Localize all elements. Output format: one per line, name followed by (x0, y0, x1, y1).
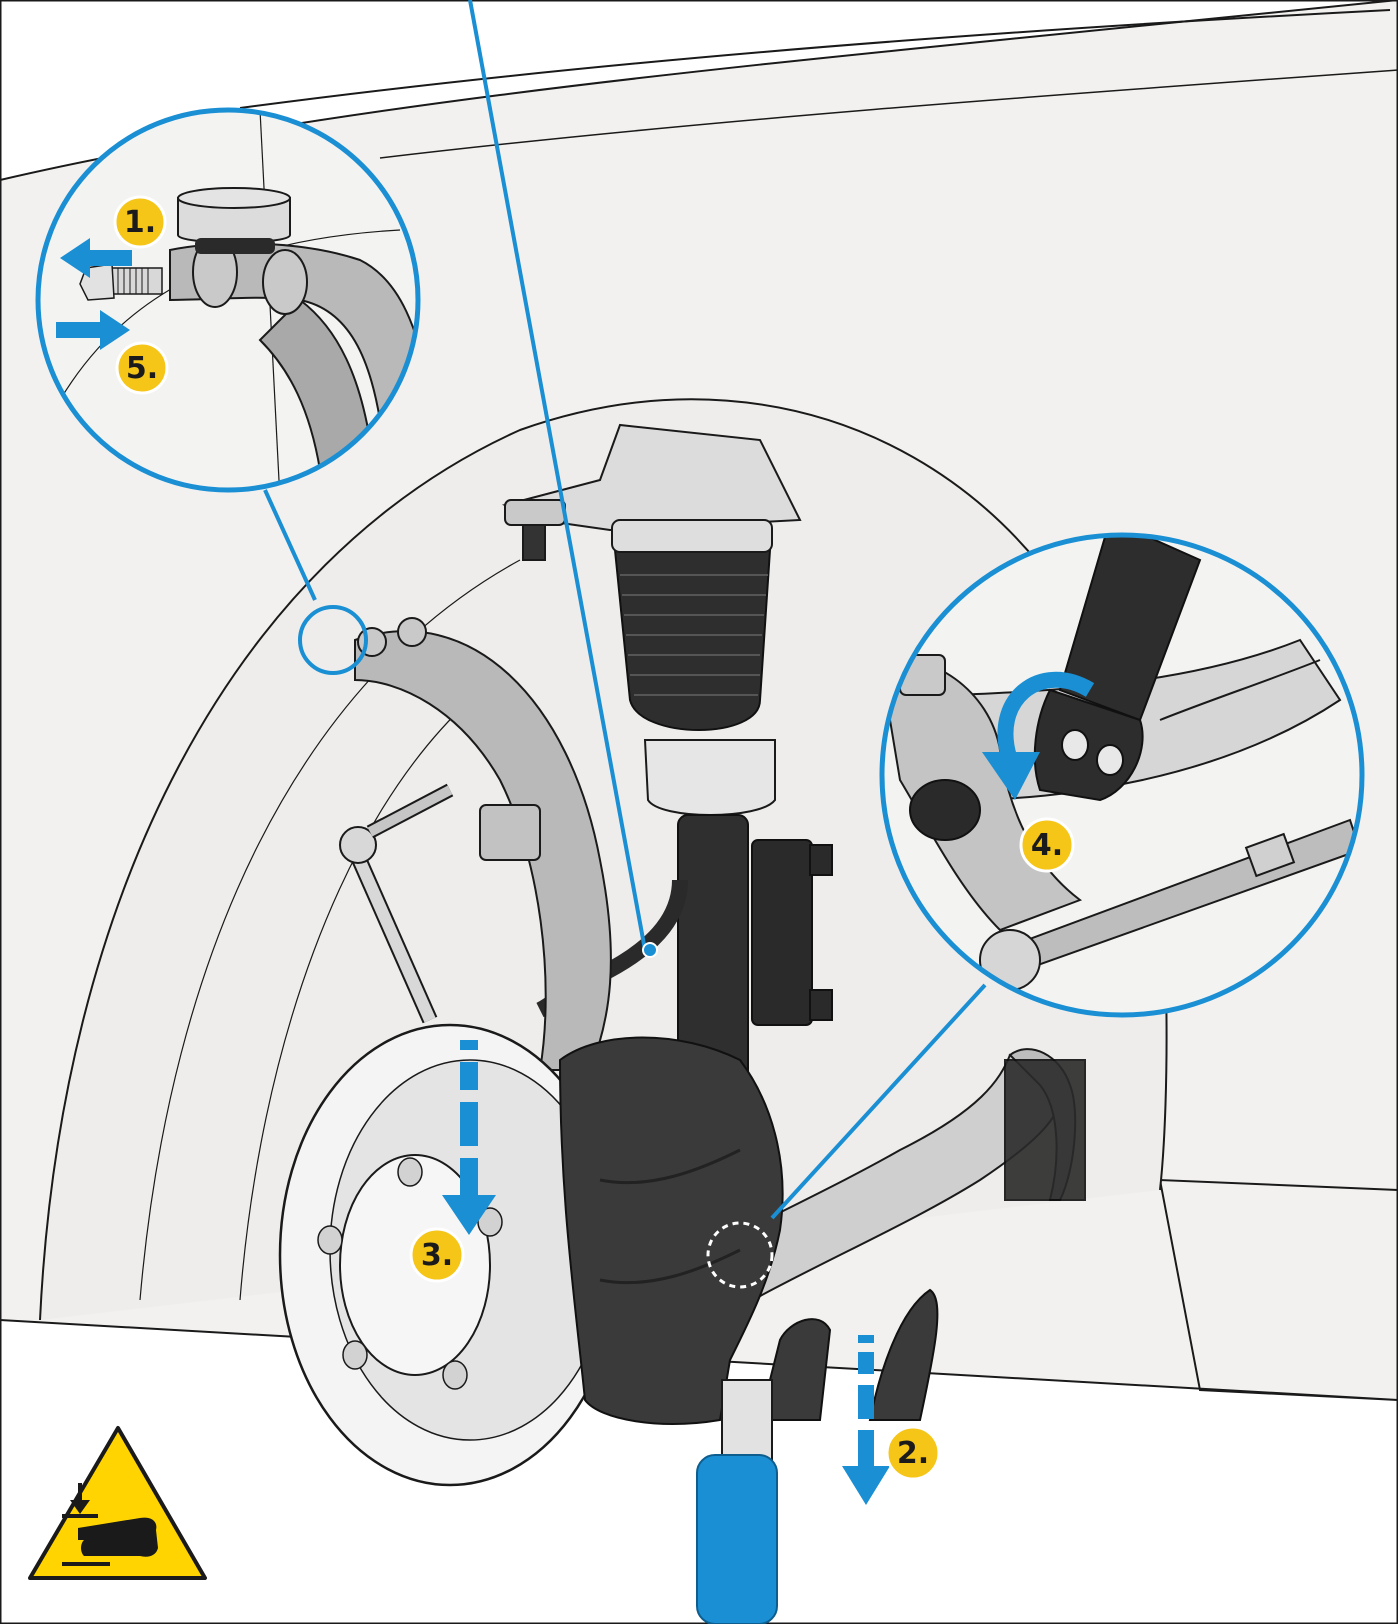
step-badge-2-label: 2. (897, 1436, 929, 1471)
step-badge-4-label: 4. (1031, 828, 1063, 863)
stabilizer-link-ball (339, 826, 377, 864)
air-spring-piston (643, 739, 776, 816)
wheel-stud-hole (397, 1157, 423, 1187)
leader-line-detail-2 (770, 983, 987, 1220)
detail-locator-circle (298, 605, 368, 675)
wheel-stud-hole (442, 1360, 468, 1390)
arch-liner-line (139, 559, 521, 1301)
stabilizer-link-fill (349, 847, 436, 1023)
jack-saddle-left (758, 1318, 832, 1421)
step-badge-2: 2. (885, 1425, 941, 1481)
upper-arm-bolt (522, 524, 546, 561)
leader-line-end (642, 942, 658, 958)
wheel-stud-hole (342, 1340, 368, 1370)
caliper-detail (599, 1148, 741, 1185)
wheel-stud-hole (317, 1225, 343, 1255)
valve-connector (809, 844, 833, 876)
step-badge-3-label: 3. (421, 1238, 453, 1273)
attachment-point-marker (706, 1221, 774, 1289)
step-3-down-arrow (442, 1040, 496, 1235)
subframe-bracket (1004, 1059, 1086, 1201)
air-spring-bellows (613, 549, 772, 731)
wheel-stud-hole (477, 1207, 503, 1237)
step-badge-1-label: 1. (124, 205, 156, 240)
caliper-detail (599, 1248, 741, 1285)
body-crease-line (379, 69, 1398, 159)
damper-valve-unit (751, 839, 813, 1026)
detail-view-lower-joint (879, 532, 1365, 1018)
valve-connector (809, 989, 833, 1021)
air-spring-top-cap (611, 519, 773, 553)
stabilizer-link-stud-fill (367, 785, 453, 837)
detail-circle-border (879, 532, 1365, 1018)
knuckle-bolt-hole (397, 617, 427, 647)
crush-hazard-hand-warning-icon (28, 1426, 207, 1580)
step-badge-5-label: 5. (126, 351, 158, 386)
leader-line-hose (468, 0, 647, 951)
body-crease-line (239, 9, 1391, 109)
step-badge-3: 3. (409, 1227, 465, 1283)
step-badge-5: 5. (115, 341, 169, 395)
brake-caliper (558, 1036, 784, 1425)
step-badge-4: 4. (1019, 817, 1075, 873)
jack-column (696, 1454, 778, 1624)
jack-saddle-right (868, 1288, 939, 1421)
detail-circle-border (35, 107, 421, 493)
step-2-down-arrow (842, 1335, 890, 1505)
arch-liner-line (239, 699, 471, 1301)
leader-line-detail-1 (263, 489, 317, 601)
upper-arm-bolt-head (504, 499, 566, 526)
knuckle-boss (479, 804, 541, 861)
jack-column-top (721, 1379, 773, 1461)
step-badge-1: 1. (113, 195, 167, 249)
